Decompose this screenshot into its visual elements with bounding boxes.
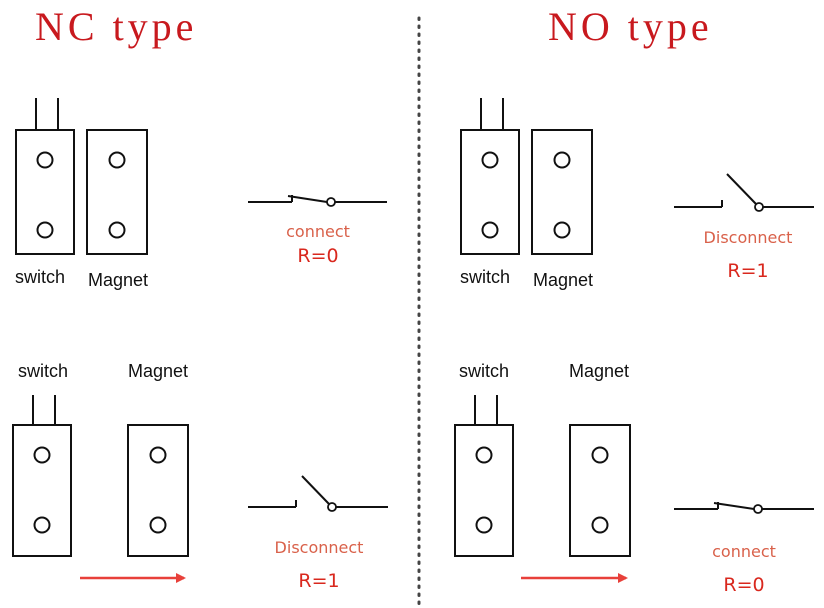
no-bottom-magnet-body [569, 424, 631, 557]
no-bottom-magnet-hole-lower [591, 516, 609, 534]
nc-bottom-pivot [327, 502, 337, 512]
no-top-pivot [754, 202, 764, 212]
nc-top-switch-label: switch [15, 267, 65, 287]
nc-bottom-resistance: R=1 [298, 570, 339, 592]
no-bottom-state-label: connect [712, 542, 776, 561]
nc-bottom-blade [301, 475, 330, 505]
nc-bottom-switch-hole-lower [33, 516, 51, 534]
nc-top-switch-hole-lower [36, 221, 54, 239]
nc-top-contact-symbol [248, 195, 387, 207]
nc-bottom-contact-symbol [248, 475, 388, 512]
no-bottom-switch-hole-lower [475, 516, 493, 534]
nc-bottom-magnet-label: Magnet [128, 361, 188, 381]
no-top-switch-label: switch [460, 267, 510, 287]
no-top-contact-symbol [674, 173, 814, 212]
nc-bottom-magnet-hole-upper [149, 446, 167, 464]
no-top-blade [726, 173, 757, 205]
no-top-assembly: switch Magnet [460, 98, 593, 290]
no-top-magnet-hole-lower [553, 221, 571, 239]
no-bottom-assembly: switch Magnet [454, 361, 631, 557]
nc-bottom-assembly: switch Magnet [12, 361, 189, 557]
nc-bottom-state-label: Disconnect [275, 538, 364, 557]
nc-top-resistance: R=0 [297, 245, 338, 267]
no-top-state-label: Disconnect [704, 228, 793, 247]
nc-top-magnet-hole-lower [108, 221, 126, 239]
no-bottom-switch-body [454, 424, 514, 557]
no-bottom-switch-hole-upper [475, 446, 493, 464]
no-bottom-blade [713, 502, 755, 510]
nc-top-state-label: connect [286, 222, 350, 241]
nc-bottom-magnet-hole-lower [149, 516, 167, 534]
no-title: NO type [548, 4, 713, 49]
no-bottom-switch-label: switch [459, 361, 509, 381]
no-top-switch-hole-lower [481, 221, 499, 239]
nc-title: NC type [35, 4, 197, 49]
no-top-magnet-hole-upper [553, 151, 571, 169]
nc-top-assembly: switch Magnet [15, 98, 148, 290]
nc-top-switch-hole-upper [36, 151, 54, 169]
nc-bottom-switch-label: switch [18, 361, 68, 381]
nc-bottom-magnet-body [127, 424, 189, 557]
nc-top-blade [287, 195, 328, 203]
nc-bottom-switch-body [12, 424, 72, 557]
nc-top-magnet-label: Magnet [88, 270, 148, 290]
nc-bottom-switch-hole-upper [33, 446, 51, 464]
no-bottom-magnet-label: Magnet [569, 361, 629, 381]
nc-top-pivot [326, 197, 336, 207]
no-bottom-contact-symbol [674, 502, 814, 514]
no-bottom-magnet-hole-upper [591, 446, 609, 464]
no-top-resistance: R=1 [727, 260, 768, 282]
no-bottom-resistance: R=0 [723, 574, 764, 596]
no-top-switch-hole-upper [481, 151, 499, 169]
nc-top-magnet-hole-upper [108, 151, 126, 169]
no-bottom-pivot [753, 504, 763, 514]
no-top-magnet-label: Magnet [533, 270, 593, 290]
